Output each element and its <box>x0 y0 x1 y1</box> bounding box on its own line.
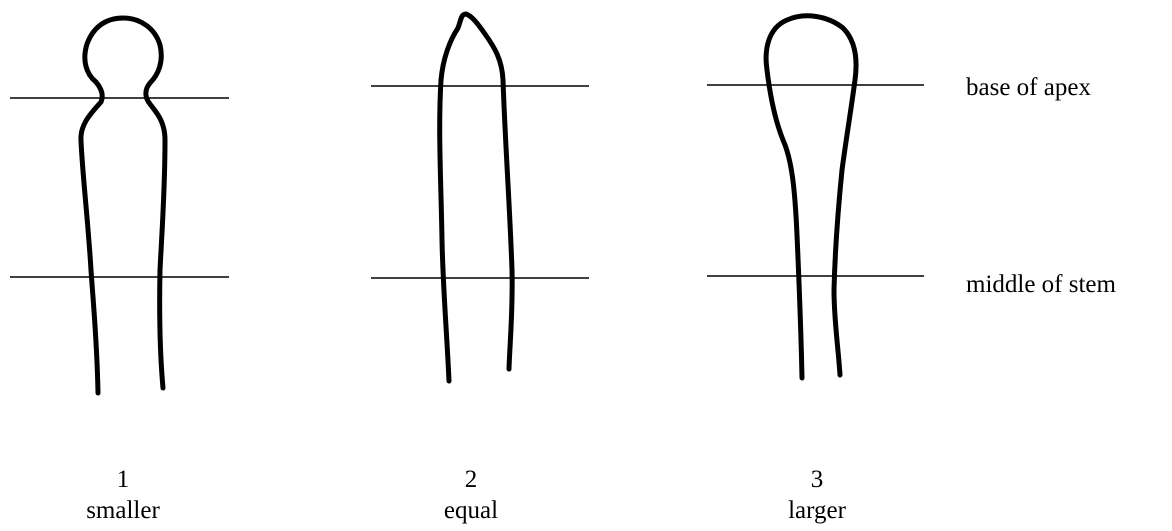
specimen-3-outline <box>763 13 859 381</box>
middle-of-stem-label: middle of stem <box>966 271 1117 298</box>
specimen-3-larger <box>707 13 924 381</box>
base-of-apex-label: base of apex <box>966 74 1091 101</box>
specimen-2-caption: equal <box>444 497 498 524</box>
specimen-1-smaller <box>10 15 229 396</box>
specimen-3-caption: larger <box>788 497 847 524</box>
specimen-1-outline <box>78 15 168 396</box>
specimen-2-equal <box>371 11 589 384</box>
specimen-1-number: 1 <box>117 466 130 493</box>
specimen-2-number: 2 <box>465 466 478 493</box>
specimen-2-outline <box>437 11 515 384</box>
specimen-3-number: 3 <box>811 466 824 493</box>
specimen-1-caption: smaller <box>86 497 160 524</box>
